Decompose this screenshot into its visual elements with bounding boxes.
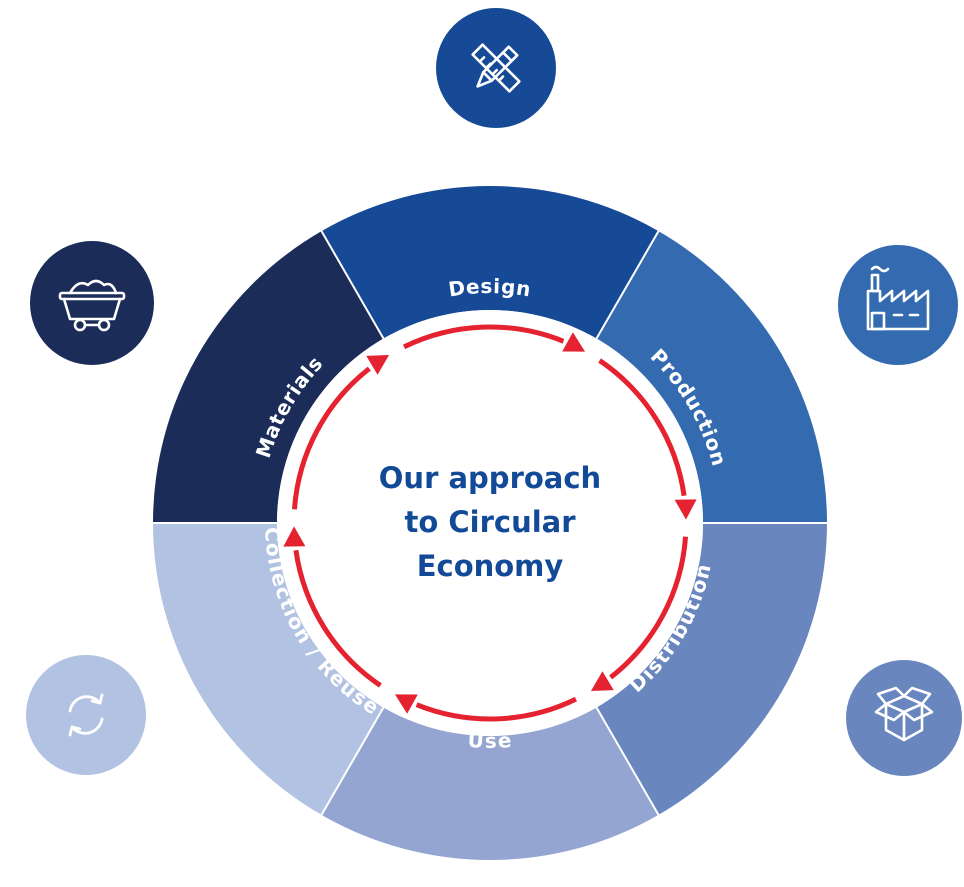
- cycle-arrows: [283, 324, 697, 722]
- segment-divider: [320, 229, 385, 340]
- center-title-line-2: to Circular: [404, 505, 576, 539]
- box-icon: [874, 686, 934, 742]
- factory-icon: [866, 265, 930, 331]
- collection-reuse-badge-circle: [26, 655, 146, 775]
- cycle-arrow-arc: [293, 549, 382, 688]
- cycle-arrow-head: [366, 354, 390, 375]
- design-badge-circle: [436, 8, 556, 128]
- cycle-arrow-arc: [609, 536, 689, 680]
- mine-cart-icon: [58, 279, 126, 332]
- production-badge-circle: [838, 245, 958, 365]
- recycle-icon: [68, 693, 104, 737]
- ring-dividers: [152, 229, 828, 817]
- cycle-arrow-head: [590, 671, 614, 692]
- cycle-arrow-head: [674, 499, 697, 520]
- segment-divider: [595, 706, 660, 817]
- cycle-arrow-arc: [291, 366, 371, 510]
- design-tools-icon: [471, 43, 521, 93]
- cycle-arrow-arc: [402, 324, 565, 350]
- materials-badge-circle: [30, 241, 154, 365]
- cycle-arrow-arc: [598, 358, 687, 497]
- production-badge: [838, 245, 958, 365]
- segment-divider: [595, 229, 660, 340]
- center-title-line-1: Our approach: [379, 461, 601, 495]
- center-title-line-3: Economy: [417, 549, 564, 583]
- collection-reuse-badge: [26, 655, 146, 775]
- inner-white-disc: [277, 310, 703, 736]
- ring-segment-materials: [153, 231, 384, 523]
- ring-segment-collection-reuse: [153, 523, 384, 815]
- segment-divider: [320, 706, 385, 817]
- materials-badge: [30, 241, 154, 365]
- cycle-arrow-head: [394, 694, 418, 714]
- segment-label-use: Use: [467, 728, 513, 753]
- cycle-arrow-head: [562, 332, 586, 352]
- ring-segments: [153, 185, 827, 860]
- cycle-arrow-arc: [415, 696, 578, 722]
- cycle-arrow-head: [283, 526, 306, 547]
- distribution-badge: [846, 660, 962, 776]
- ring-segment-design: [321, 185, 659, 339]
- segment-label-design: Design: [447, 274, 533, 301]
- ring-segment-production: [596, 231, 827, 523]
- ring-segment-use: [321, 707, 659, 860]
- ring-segment-distribution: [596, 523, 827, 815]
- design-badge: [436, 8, 556, 128]
